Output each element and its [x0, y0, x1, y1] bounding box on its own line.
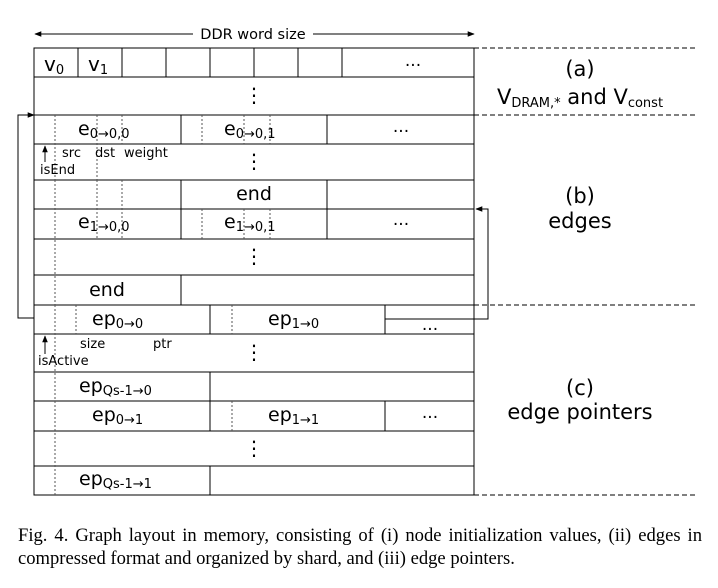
field-label-weight: weight [124, 146, 168, 161]
cell-dividers [180, 115, 386, 495]
edge-pointer-epq1: epQs-1→1 [79, 468, 152, 492]
node-value-v1: v1 [88, 52, 108, 78]
vertical-ellipsis-edges-2: ⋮ [244, 244, 264, 268]
field-label-dst: dst [95, 146, 115, 161]
section-b-label: edges [548, 209, 611, 233]
edge-e101: e1→0,1 [224, 211, 276, 235]
edge-row1-ellipsis: ... [393, 117, 409, 137]
edge-pointer-ep11: ep1→1 [268, 404, 319, 428]
edge-pointer-ep00: ep0→0 [92, 308, 143, 332]
word-size-label: DDR word size [200, 27, 305, 43]
edge-end-marker-1: end [236, 183, 272, 205]
pointer-row1-ellipsis: ... [422, 315, 438, 335]
node-value-v0: v0 [44, 52, 64, 78]
vertical-ellipsis-pointers-2: ⋮ [244, 436, 264, 460]
pointer-row2-ellipsis: ... [422, 403, 438, 423]
edge-row2-ellipsis: ... [393, 210, 409, 230]
node-row-dividers [77, 48, 343, 77]
edge-pointer-ep10: ep1→0 [268, 308, 319, 332]
edge-end-marker-2: end [89, 279, 125, 301]
section-a-label: VDRAM,* and Vconst [497, 85, 663, 111]
vertical-ellipsis-nodes: ⋮ [244, 83, 264, 107]
vertical-ellipsis-pointers-1: ⋮ [244, 340, 264, 364]
field-dividers [54, 115, 271, 495]
vertical-ellipsis-edges-1: ⋮ [244, 149, 264, 173]
pointer-arrow-ep10-to-edges1 [385, 206, 489, 320]
field-label-isend: isEnd [40, 163, 75, 178]
figure-caption: Fig. 4. Graph layout in memory, consisti… [18, 525, 702, 569]
section-b-tag: (b) [565, 184, 595, 208]
field-label-ptr: ptr [153, 337, 172, 352]
edge-pointer-ep01: ep0→1 [92, 404, 143, 428]
row-lines [34, 76, 474, 467]
field-label-isactive: isActive [38, 354, 89, 369]
pointer-arrow-ep00-to-edges0 [17, 112, 35, 319]
edge-e000: e0→0,0 [78, 118, 130, 142]
section-a-tag: (a) [565, 57, 594, 81]
node-row-ellipsis: ... [405, 51, 421, 71]
section-c-label: edge pointers [507, 400, 652, 424]
edge-pointer-epq0: epQs-1→0 [79, 375, 152, 399]
edge-e100: e1→0,0 [78, 211, 130, 235]
section-c-tag: (c) [566, 376, 594, 400]
field-label-size: size [80, 337, 105, 352]
field-label-src: src [62, 146, 81, 161]
edge-e001: e0→0,1 [224, 118, 276, 142]
